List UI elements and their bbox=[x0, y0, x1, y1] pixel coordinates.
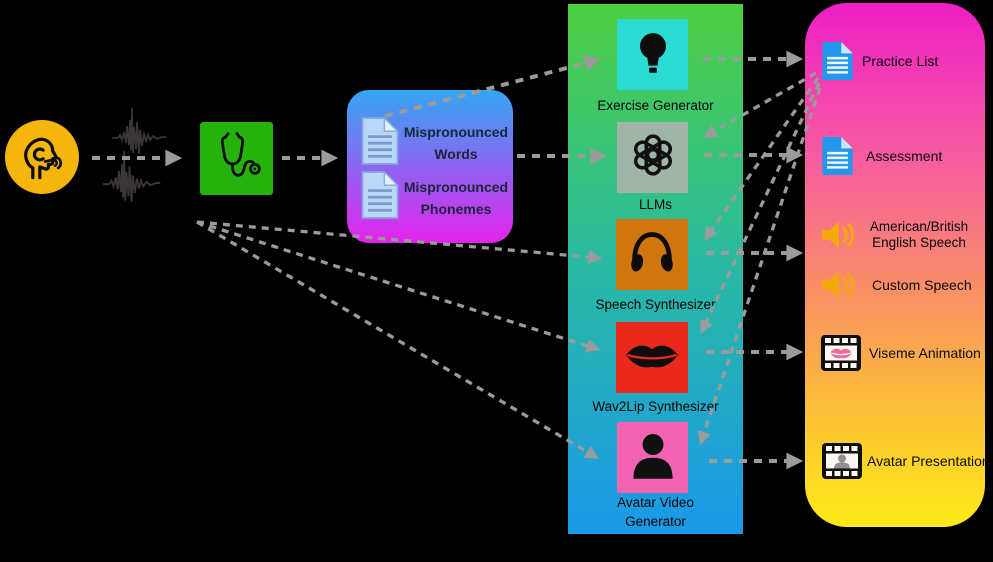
lightbulb-icon bbox=[627, 26, 679, 83]
module-llms bbox=[617, 122, 688, 193]
stethoscope-icon bbox=[209, 128, 265, 189]
speaking-head-icon bbox=[15, 128, 69, 187]
output-column: Practice List Assessment bbox=[805, 3, 990, 527]
filmstrip-lips-icon bbox=[821, 335, 861, 376]
output-label-viseme-animation: Viseme Animation bbox=[869, 345, 981, 361]
output-label-assessment: Assessment bbox=[866, 148, 943, 164]
module-wav2lip-synthesizer bbox=[616, 322, 688, 393]
speaker-audio-icon bbox=[820, 268, 858, 307]
module-speech-synthesizer bbox=[616, 219, 688, 290]
module-avatar-video-generator bbox=[617, 422, 688, 493]
document-icon bbox=[361, 116, 400, 170]
pipeline-column: Exercise Generator LLMs bbox=[568, 4, 743, 534]
mispronounced-words-label: Mispronounced Words bbox=[403, 124, 509, 162]
speaker-node bbox=[5, 120, 79, 194]
headphones-icon bbox=[625, 225, 679, 284]
person-silhouette-icon bbox=[625, 427, 681, 488]
mispronounced-phonemes-label: Mispronounced Phonemes bbox=[403, 179, 509, 217]
speech-diagnoser-node bbox=[200, 122, 273, 195]
filmstrip-person-icon bbox=[822, 443, 862, 484]
output-label-custom-speech: Custom Speech bbox=[872, 277, 972, 293]
document-icon bbox=[822, 42, 853, 85]
output-label-practice-list: Practice List bbox=[862, 53, 939, 69]
openai-logo-icon bbox=[626, 128, 680, 187]
module-label-llms: LLMs bbox=[638, 197, 672, 212]
module-label-avatar-video-generator: Avatar Video Generator bbox=[617, 495, 694, 529]
document-icon bbox=[822, 137, 853, 180]
module-label-speech-synthesizer: Speech Synthesizer bbox=[595, 297, 716, 312]
mispronounced-box: Mispronounced Words Mispronounced Phonem… bbox=[347, 90, 513, 243]
arrow-diagnoser-to-avatar-generator bbox=[196, 220, 599, 459]
waveform-icon-bottom bbox=[103, 151, 161, 202]
module-label-wav2lip-synthesizer: Wav2Lip Synthesizer bbox=[592, 399, 719, 414]
speaker-audio-icon bbox=[820, 218, 858, 257]
output-label-avatar-presentation: Avatar Presentation bbox=[867, 453, 990, 469]
module-exercise-generator bbox=[617, 19, 688, 90]
lips-icon bbox=[623, 335, 681, 380]
document-icon bbox=[361, 170, 400, 224]
output-label-american-british-english-speech: American/British English Speech bbox=[869, 219, 969, 250]
module-label-exercise-generator: Exercise Generator bbox=[597, 98, 714, 113]
waveform-icon-top bbox=[112, 108, 166, 155]
